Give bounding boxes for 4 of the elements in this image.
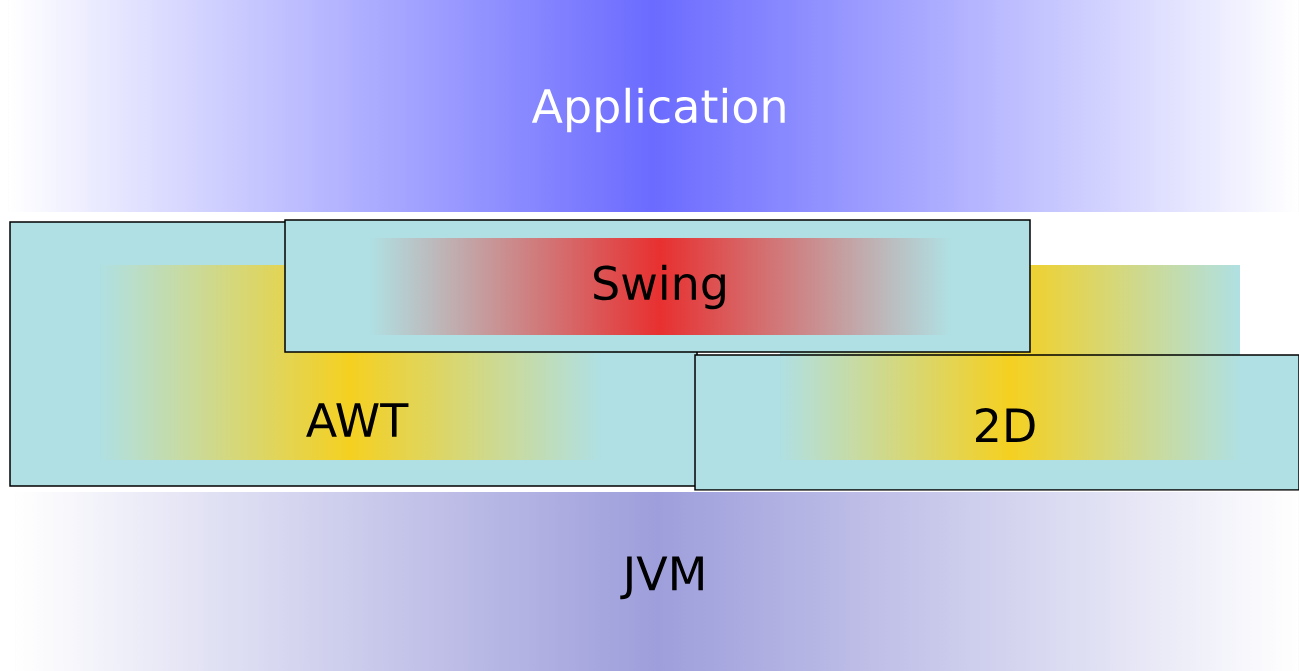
node-label: AWT <box>306 403 409 437</box>
layer-band: Application <box>8 0 1299 212</box>
layer-band: JVM <box>15 492 1299 671</box>
layer-box: Swing <box>284 219 1031 353</box>
